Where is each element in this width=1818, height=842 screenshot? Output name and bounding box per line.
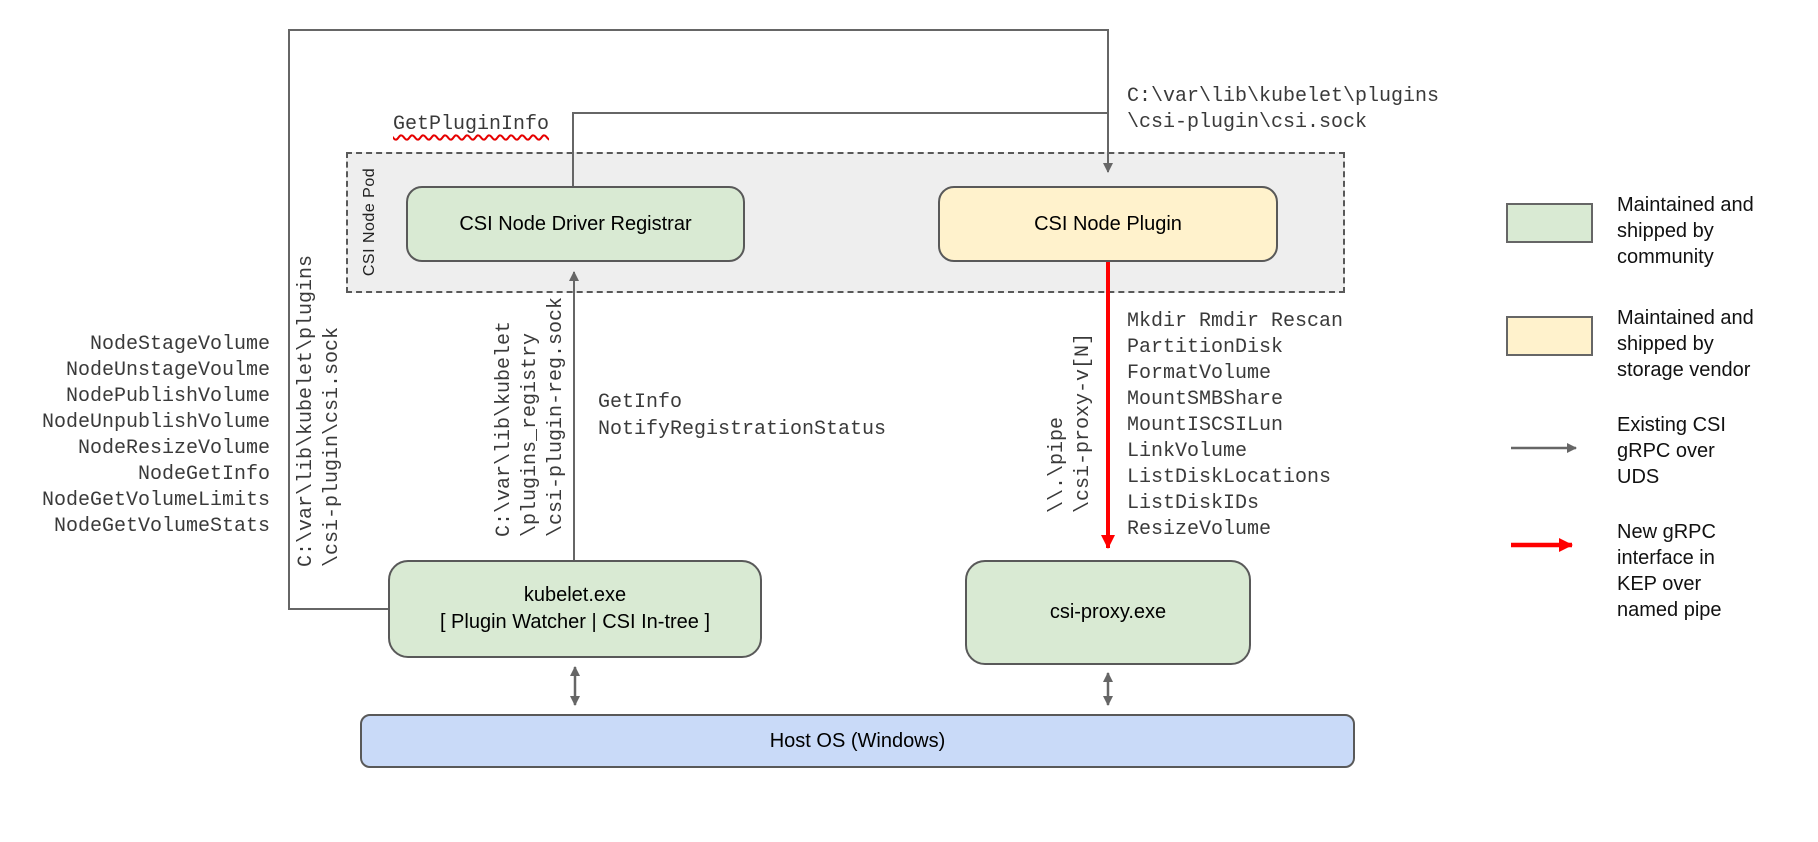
legend-line: interface in (1617, 547, 1715, 569)
legend-line: community (1617, 246, 1714, 268)
proxy-op-item: LinkVolume (1127, 440, 1248, 463)
node-method-item: NodePublishVolume (65, 385, 270, 408)
node-method-item: NodeGetVolumeLimits (41, 489, 270, 512)
proxy-op-item: PartitionDisk (1127, 336, 1284, 359)
call-line: NotifyRegistrationStatus (598, 418, 887, 441)
legend-line: Maintained and (1617, 194, 1754, 216)
node-method-item: NodeStageVolume (89, 333, 270, 356)
proxy-op-item: ResizeVolume (1127, 518, 1272, 541)
proxy-op-item: FormatVolume (1127, 362, 1272, 385)
node-method-item: NodeGetVolumeStats (53, 515, 270, 538)
kubelet-label-line1: kubelet.exe (523, 584, 627, 606)
path-line: \\.\pipe (1046, 417, 1069, 514)
legend-line: UDS (1617, 466, 1660, 488)
legend-community-label: Maintained and shipped by community (1617, 192, 1754, 270)
legend-line: gRPC over (1617, 440, 1715, 462)
registrar-label: CSI Node Driver Registrar (459, 212, 692, 235)
node-method-item: NodeUnpublishVolume (41, 411, 270, 434)
proxy-op-item: Mkdir Rmdir Rescan (1127, 310, 1344, 333)
proxy-op-item: ListDiskIDs (1127, 492, 1260, 515)
legend-line: KEP over (1617, 573, 1702, 595)
csi-sock-path-label-side: C:\var\lib\kubelet\plugins\csi-plugin\cs… (294, 255, 346, 567)
path-line: \csi-plugin-reg.sock (545, 296, 568, 538)
kubelet-label-line2: [ Plugin Watcher | CSI In-tree ] (439, 611, 711, 633)
legend-line: shipped by (1617, 220, 1714, 242)
legend-vendor-swatch (1506, 316, 1593, 356)
host-os-label: Host OS (Windows) (769, 729, 946, 752)
legend-community-swatch (1506, 203, 1593, 243)
legend-line: New gRPC (1617, 521, 1716, 543)
csi-node-plugin-box: CSI Node Plugin (938, 186, 1278, 262)
csi-proxy-label: csi-proxy.exe (1049, 601, 1167, 623)
get-plugin-info-label: GetPluginInfo (393, 113, 550, 136)
legend-line: Maintained and (1617, 307, 1754, 329)
path-line: \csi-proxy-v[N] (1072, 332, 1095, 514)
csi-node-driver-registrar-box: CSI Node Driver Registrar (406, 186, 745, 262)
proxy-op-item: MountISCSILun (1127, 414, 1284, 437)
node-method-item: NodeGetInfo (137, 463, 270, 486)
legend-line: named pipe (1617, 599, 1722, 621)
path-line: \csi-plugin\csi.sock (1127, 111, 1368, 134)
proxy-op-item: MountSMBShare (1127, 388, 1284, 411)
csi-node-pod-label: CSI Node Pod (361, 167, 378, 277)
path-line: \plugins_registry (519, 332, 542, 538)
legend-pipe-label: New gRPC interface in KEP over named pipe (1617, 519, 1722, 623)
proxy-op-item: ListDiskLocations (1127, 466, 1332, 489)
node-method-item: NodeUnstageVoulme (65, 359, 270, 382)
path-line: C:\var\lib\kubelet\plugins (295, 254, 318, 568)
call-line: GetInfo (598, 391, 683, 414)
kubelet-box: kubelet.exe [ Plugin Watcher | CSI In-tr… (388, 560, 762, 658)
legend-line: Existing CSI (1617, 414, 1726, 436)
path-line: C:\var\lib\kubelet (493, 320, 516, 538)
legend-line: shipped by (1617, 333, 1714, 355)
named-pipe-label: \\.\pipe\csi-proxy-v[N] (1045, 333, 1097, 513)
csi-proxy-box: csi-proxy.exe (965, 560, 1251, 665)
host-os-box: Host OS (Windows) (360, 714, 1355, 768)
path-line: C:\var\lib\kubelet\plugins (1127, 85, 1440, 108)
node-method-item: NodeResizeVolume (77, 437, 270, 460)
registration-sock-path-label: C:\var\lib\kubelet\plugins_registry\csi-… (492, 297, 570, 537)
path-line: \csi-plugin\csi.sock (321, 326, 344, 568)
legend-vendor-label: Maintained and shipped by storage vendor (1617, 305, 1754, 383)
csi-sock-path-label-top: C:\var\lib\kubelet\plugins \csi-plugin\cs… (1127, 84, 1439, 136)
plugin-label: CSI Node Plugin (1034, 212, 1182, 235)
legend-line: storage vendor (1617, 359, 1751, 381)
